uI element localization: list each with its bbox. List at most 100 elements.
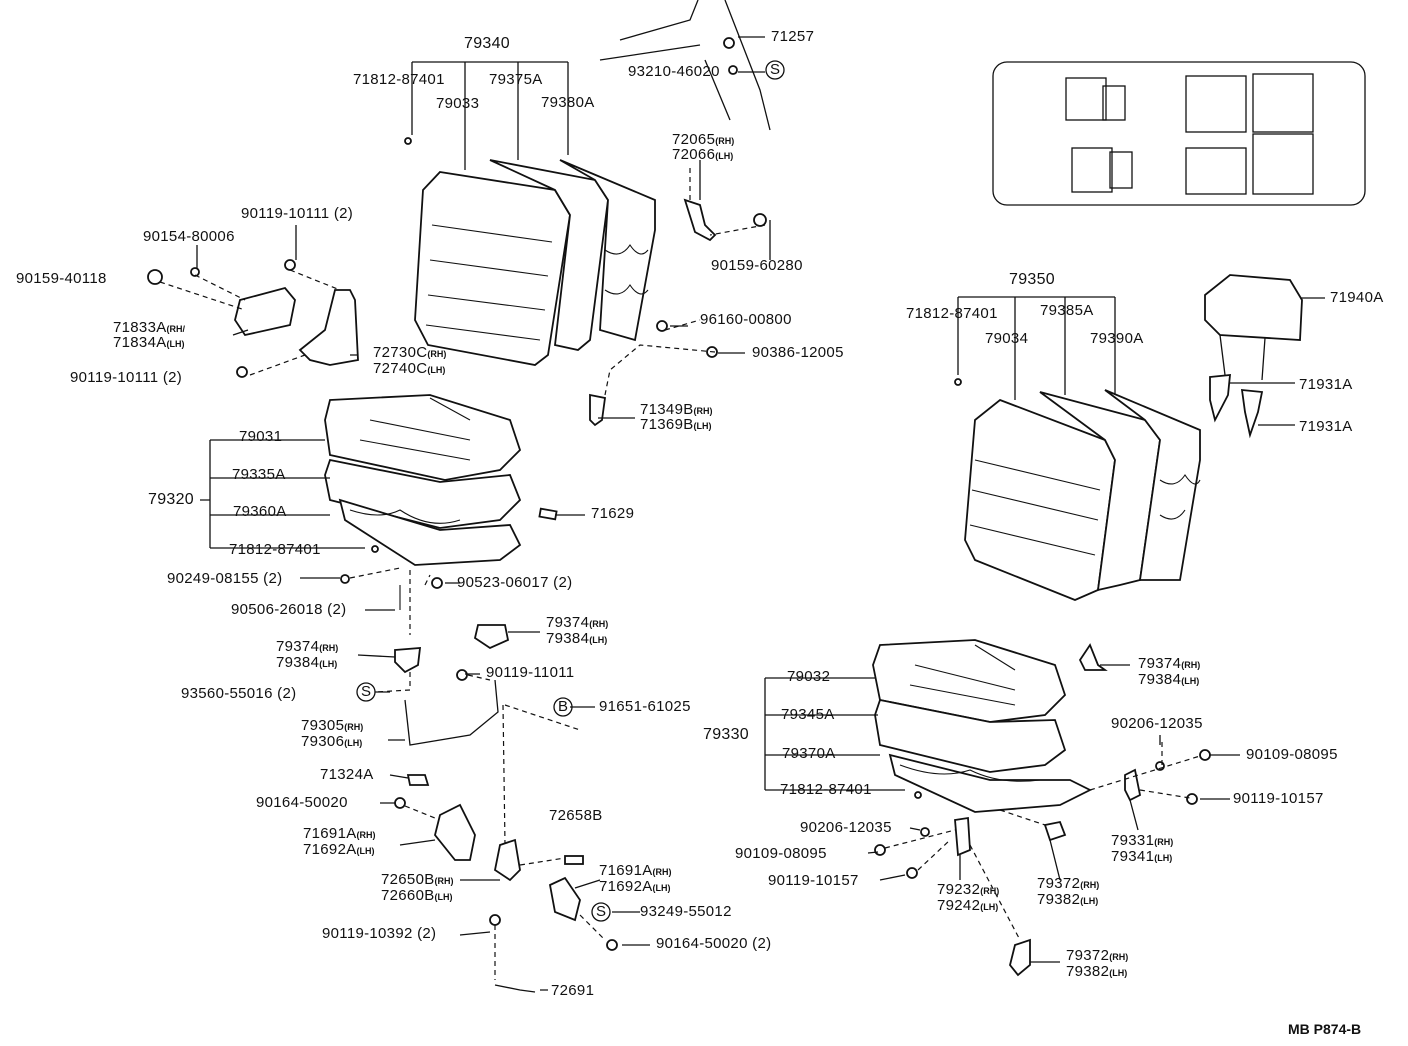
label-79390a: 79390A	[1090, 330, 1144, 347]
bolt-90119-bottom	[236, 366, 248, 378]
door-outline-2	[599, 44, 701, 61]
label-79232: 79232(RH)	[937, 881, 1000, 898]
label-90119-10392: 90119-10392 (2)	[322, 925, 437, 942]
guide-71931a-a	[1209, 373, 1232, 423]
label-90206-a: 90206-12035	[1111, 715, 1203, 732]
side-cover-71691a-b	[548, 876, 581, 922]
label-90206-b: 90206-12035	[800, 819, 892, 836]
label-79372-a: 79372(RH)	[1037, 875, 1100, 892]
bracket-79232	[954, 816, 971, 857]
label-90506: 90506-26018 (2)	[231, 601, 347, 618]
label-96160: 96160-00800	[700, 311, 792, 328]
seat-hook-79374-c	[1078, 643, 1108, 671]
label-71812-c: 71812-87401	[906, 305, 998, 322]
symbol-s-1: S	[770, 61, 781, 78]
label-71257: 71257	[771, 28, 815, 45]
bolt-90119-10157-b	[906, 867, 918, 879]
label-71931a-a: 71931A	[1299, 376, 1353, 393]
hinge-bracket-72730c	[298, 289, 359, 366]
label-79360a: 79360A	[233, 503, 287, 520]
seat-hook-79374-a	[394, 647, 422, 674]
hinge-72650b	[493, 838, 521, 882]
bolt-90249	[340, 574, 350, 584]
label-72658b: 72658B	[549, 807, 603, 824]
right-seatback-assembly	[964, 389, 1201, 601]
label-72740c: 72740C(LH)	[373, 360, 446, 377]
clip-96160	[656, 320, 668, 332]
label-71349b: 71349B(RH)	[640, 401, 713, 418]
symbol-s-circle-3	[591, 902, 611, 922]
label-79374-c: 79374(RH)	[1138, 655, 1201, 672]
clip-71812-c	[954, 378, 962, 386]
screw-93210	[728, 65, 738, 75]
label-71940a: 71940A	[1330, 289, 1384, 306]
label-79341: 79341(LH)	[1111, 848, 1173, 865]
bolt-90159-60280	[753, 213, 767, 227]
label-93210: 93210-46020	[628, 63, 720, 80]
label-71629: 71629	[591, 505, 635, 522]
label-71812-d: 71812-87401	[780, 781, 872, 798]
label-79370a: 79370A	[782, 745, 836, 762]
label-79033: 79033	[436, 95, 480, 112]
symbol-b: B	[558, 698, 569, 715]
label-71812-b: 71812-87401	[229, 541, 321, 558]
label-90386: 90386-12005	[752, 344, 844, 361]
label-72730c: 72730C(RH)	[373, 344, 447, 361]
label-71812-a: 71812-87401	[353, 71, 445, 88]
lever-rod-79305	[404, 679, 499, 746]
label-79374-a: 79374(RH)	[276, 638, 339, 655]
label-79384-b: 79384(LH)	[546, 630, 608, 647]
label-79382-a: 79382(LH)	[1037, 891, 1099, 908]
label-79306: 79306(LH)	[301, 733, 363, 750]
right-seat-cushion-assembly	[872, 639, 1093, 813]
label-72066: 72066(LH)	[672, 146, 734, 163]
symbol-s-circle-1	[765, 60, 785, 80]
label-71692a-b: 71692A(LH)	[599, 878, 671, 895]
label-71692a-a: 71692A(LH)	[303, 841, 375, 858]
label-79335a: 79335A	[232, 466, 286, 483]
label-79340: 79340	[464, 35, 510, 52]
label-90159-40118: 90159-40118	[16, 270, 107, 287]
label-71931a-b: 71931A	[1299, 418, 1353, 435]
label-90159-60280: 90159-60280	[711, 257, 803, 274]
label-79375a: 79375A	[489, 71, 543, 88]
label-79374-b: 79374(RH)	[546, 614, 609, 631]
pin-72658b	[564, 855, 584, 865]
label-90109-b: 90109-08095	[735, 845, 827, 862]
label-90119-10111-top: 90119-10111 (2)	[241, 205, 354, 222]
cable-72691	[494, 984, 536, 993]
door-outline	[619, 0, 699, 41]
clip-71812-a	[404, 137, 412, 145]
headrest-stays	[1219, 334, 1266, 381]
cover-79372-a	[1043, 820, 1067, 842]
label-79305: 79305(RH)	[301, 717, 364, 734]
pillar-line-2	[704, 59, 731, 121]
symbol-b-circle	[553, 697, 573, 717]
label-90523: 90523-06017 (2)	[457, 574, 573, 591]
label-79034: 79034	[985, 330, 1029, 347]
label-72650b: 72650B(RH)	[381, 871, 454, 888]
side-cover-71691a-a	[434, 803, 476, 861]
label-79032: 79032	[787, 668, 831, 685]
bolt-90119-10157-a	[1186, 793, 1198, 805]
label-71369b: 71369B(LH)	[640, 416, 712, 433]
label-90119-10157-a: 90119-10157	[1233, 790, 1324, 807]
washer-90206-b	[920, 827, 930, 837]
seat-hook-79374-b	[473, 624, 510, 650]
label-79350: 79350	[1009, 271, 1055, 288]
pad-71324a	[406, 774, 430, 786]
guide-71931a-b	[1240, 388, 1264, 439]
label-93249: 93249-55012	[640, 903, 732, 920]
pillar-line	[724, 0, 771, 131]
cover-79372-b	[1009, 938, 1031, 977]
hook-72065	[683, 198, 717, 242]
clip-71812-d	[914, 791, 922, 799]
label-90164-b: 90164-50020 (2)	[656, 935, 772, 952]
label-79031: 79031	[239, 428, 283, 445]
symbol-s-circle-2	[356, 682, 376, 702]
label-71691a-a: 71691A(RH)	[303, 825, 376, 842]
left-seat-cushion-assembly	[324, 394, 522, 566]
left-seatback-assembly	[414, 159, 656, 366]
label-79242: 79242(LH)	[937, 897, 999, 914]
label-71834a: 71834A(LH)	[113, 334, 185, 351]
